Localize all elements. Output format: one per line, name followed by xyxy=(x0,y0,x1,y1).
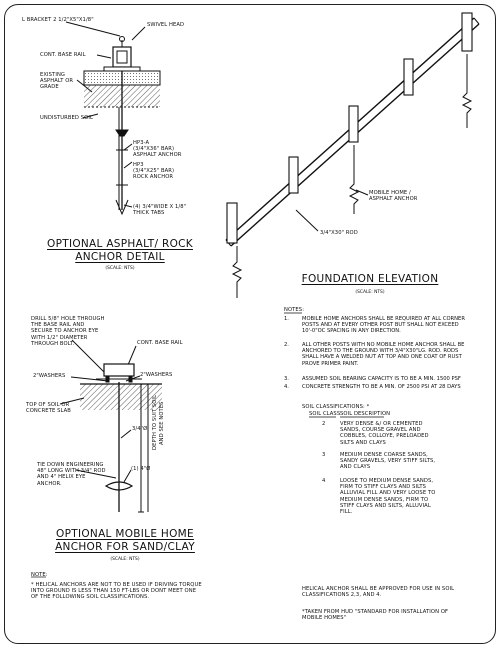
undisturbed-soil-label: UNDISTURBED SOIL xyxy=(40,115,93,121)
asphalt-anchor-spec: HP3-A (3/4"X36" BAR) ASPHALT ANCHOR xyxy=(133,140,182,159)
depth-label: DEPTH TO SUIT SOIL xyxy=(152,394,158,450)
bracket-label: L BRACKET 2 1/2"X5"X1/8" xyxy=(22,17,94,23)
cont-base-rail-label-2: CONT. BASE RAIL xyxy=(137,340,183,346)
helical-torque-note: * HELICAL ANCHORS ARE NOT TO BE USED IF … xyxy=(31,582,202,601)
mobile-home-anchor-label: MOBILE HOME / ASPHALT ANCHOR xyxy=(369,190,418,203)
note-text: CONCRETE STRENGTH TO BE A MIN. OF 2500 P… xyxy=(302,384,461,390)
soil-classifications-heading: SOIL CLASSIFICATIONS: * xyxy=(302,404,370,410)
washers-left-label: 2"WASHERS xyxy=(33,373,66,379)
rock-anchor-spec: HP3 (3/4"X25" BAR) ROCK ANCHOR xyxy=(133,162,175,181)
existing-asphalt-label: EXISTING ASPHALT OR GRADE xyxy=(40,72,74,91)
soil-class-description: LOOSE TO MEDIUM DENSE SANDS, FIRM TO STI… xyxy=(340,478,436,516)
soil-class-description: MEDIUM DENSE COARSE SANDS, SANDY GRAVELS… xyxy=(340,452,436,471)
note-number: 1. xyxy=(284,316,289,322)
note-number: 2. xyxy=(284,342,289,348)
asphalt-rock-detail-title: OPTIONAL ASPHALT/ ROCK ANCHOR DETAIL xyxy=(40,238,200,264)
note-text: MOBILE HOME ANCHORS SHALL BE REQUIRED AT… xyxy=(302,316,465,335)
note-item: 4. CONCRETE STRENGTH TO BE A MIN. OF 250… xyxy=(284,384,484,391)
drawing-sheet xyxy=(4,4,496,644)
thick-tabs-label: (4) 3/4"WIDE X 1/8" THICK TABS xyxy=(133,204,187,217)
detail1-title-line1: OPTIONAL ASPHALT/ ROCK xyxy=(47,238,193,250)
helix-count-label: (1) 4"Ø xyxy=(131,466,151,472)
left-note-heading: NOTE: xyxy=(31,572,48,578)
note-text: ASSUMED SOIL BEARING CAPACITY IS TO BE A… xyxy=(302,376,461,382)
detail1-scale: (SCALE: NTS) xyxy=(105,266,135,271)
mobile-home-anchor-drawing xyxy=(59,339,162,513)
detail2-title-line1: OPTIONAL MOBILE HOME xyxy=(56,528,194,540)
top-of-soil-label: TOP OF SOIL OR CONCRETE SLAB xyxy=(26,402,71,415)
depth-notes-label: AND SEE NOTES xyxy=(159,401,165,445)
swivel-head-label: SWIVEL HEAD xyxy=(147,22,185,28)
note-item: 2. ALL OTHER POSTS WITH NO MOBILE HOME A… xyxy=(284,342,484,368)
note-text: ALL OTHER POSTS WITH NO MOBILE HOME ANCH… xyxy=(302,342,465,367)
mobile-home-anchor-title: OPTIONAL MOBILE HOME ANCHOR FOR SAND/CLA… xyxy=(40,528,210,554)
note-item: 1. MOBILE HOME ANCHORS SHALL BE REQUIRED… xyxy=(284,316,484,336)
helical-approval-note: HELICAL ANCHOR SHALL BE APPROVED FOR USE… xyxy=(302,586,455,599)
note-item: 3. ASSUMED SOIL BEARING CAPACITY IS TO B… xyxy=(284,376,484,383)
soil-class-number: 3 xyxy=(322,452,326,458)
notes-heading: NOTES: xyxy=(284,307,305,313)
notes-list: 1. MOBILE HOME ANCHORS SHALL BE REQUIRED… xyxy=(284,316,484,400)
hud-reference-note: *TAKEN FROM HUD "STANDARD FOR INSTALLATI… xyxy=(302,609,449,622)
rod-diameter-label: 3/4"Ø xyxy=(132,426,148,432)
soil-class-column-header: SOIL CLASS xyxy=(309,411,341,417)
elevation-title-text: FOUNDATION ELEVATION xyxy=(301,273,439,285)
detail2-title-line2: ANCHOR FOR SAND/CLAY xyxy=(55,541,195,553)
soil-class-description: VERY DENSE &/ OR CEMENTED SANDS, COURSE … xyxy=(340,421,429,446)
elevation-scale: (SCALE: NTS) xyxy=(355,290,385,295)
notes-underlines xyxy=(31,312,384,578)
soil-class-number: 2 xyxy=(322,421,326,427)
drill-hole-note: DRILL 5/8" HOLE THROUGH THE BASE RAIL AN… xyxy=(31,316,105,347)
asphalt-rock-anchor-drawing xyxy=(65,21,161,216)
soil-class-number: 4 xyxy=(322,478,326,484)
detail2-scale: (SCALE: NTS) xyxy=(110,557,140,562)
detail1-title-line2: ANCHOR DETAIL xyxy=(75,251,165,263)
note-number: 3. xyxy=(284,376,289,382)
rod-label: 3/4"X30" ROD xyxy=(320,230,358,236)
note-number: 4. xyxy=(284,384,289,390)
washers-right-label: 2"WASHERS xyxy=(140,372,173,378)
cont-base-rail-label: CONT. BASE RAIL xyxy=(40,52,86,58)
foundation-elevation-title: FOUNDATION ELEVATION xyxy=(300,273,440,286)
tie-down-note: TIE DOWN ENGINEERING 48" LONG WITH 3/4" … xyxy=(37,462,106,487)
foundation-elevation-drawing xyxy=(225,12,480,298)
soil-description-column-header: SOIL DESCRIPTION xyxy=(340,411,391,417)
